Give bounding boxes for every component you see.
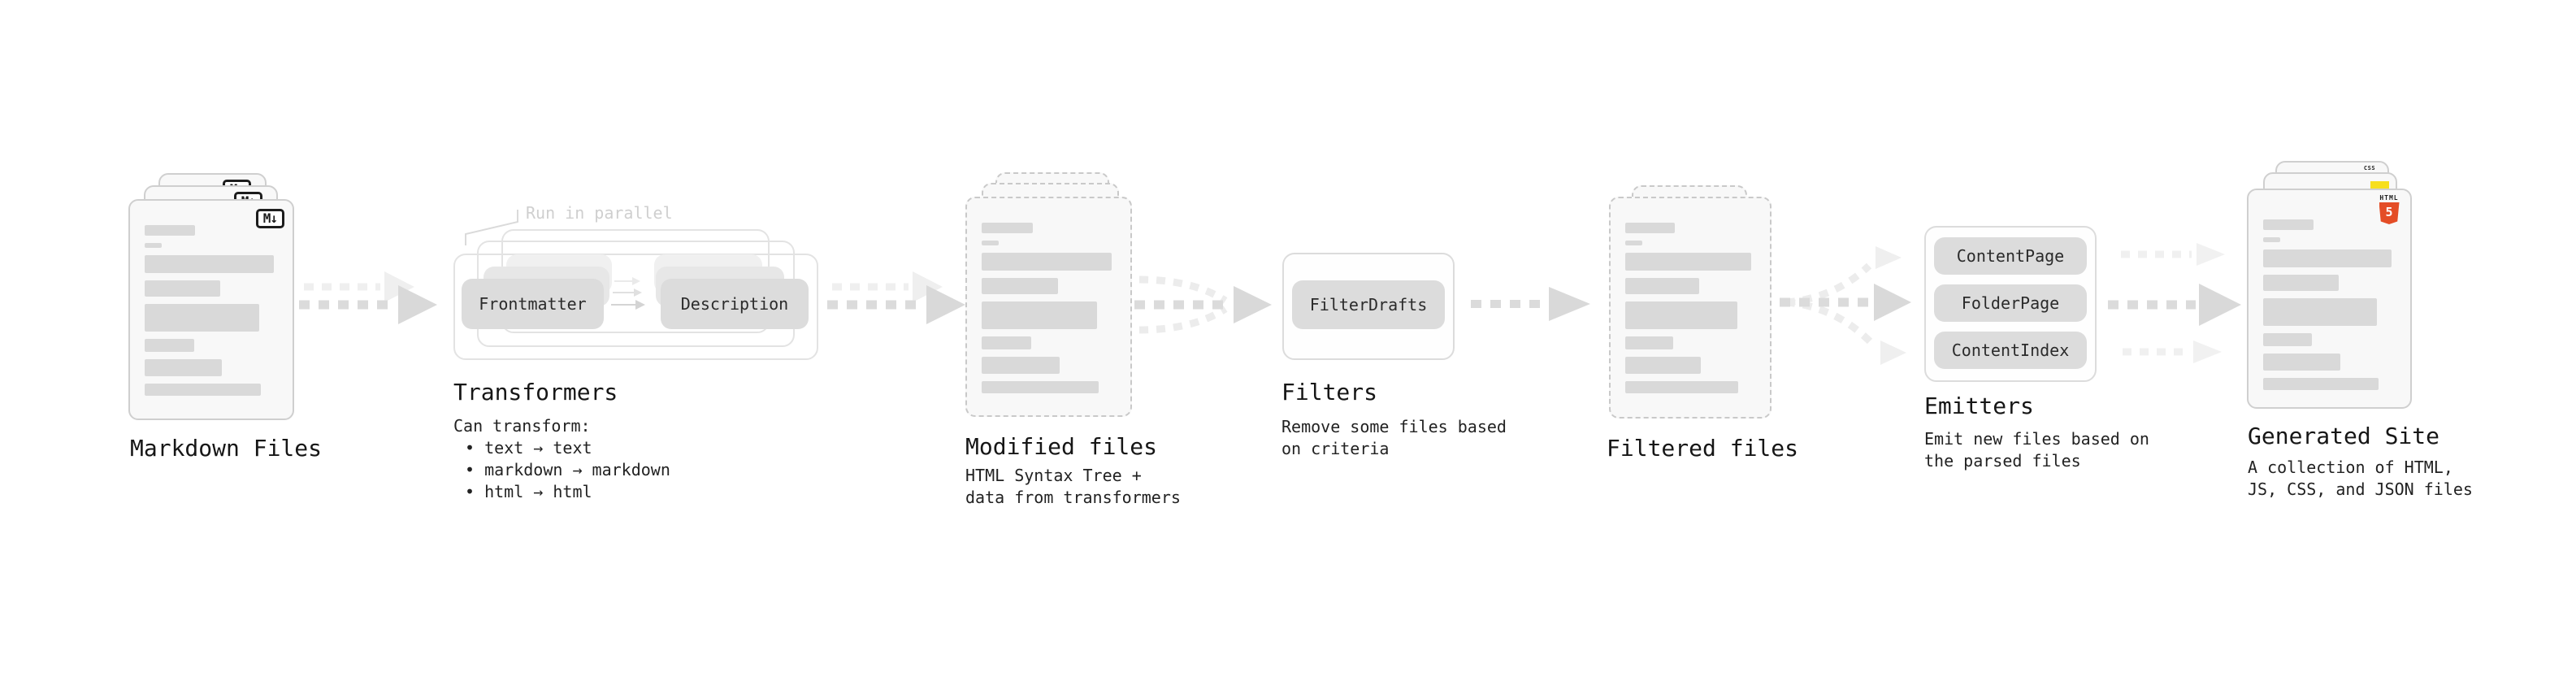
- file-content-placeholder: [1625, 223, 1755, 401]
- filters-desc-line: Remove some files based: [1281, 417, 1507, 436]
- placeholder-bar: [145, 359, 223, 376]
- placeholder-bar: [2263, 237, 2281, 242]
- placeholder-bar: [145, 339, 194, 352]
- flow-arrow-filters-to-filtered: [1471, 287, 1590, 321]
- modified-desc-line: data from transformers: [965, 488, 1181, 507]
- flow-arrow-filtered-to-emitters: [1780, 246, 1911, 365]
- placeholder-bar: [145, 243, 163, 248]
- flow-arrow-markdown-to-transformers: [299, 271, 437, 324]
- placeholder-bar: [982, 223, 1033, 233]
- placeholder-bar: [1625, 336, 1674, 349]
- placeholder-bar: [2263, 249, 2392, 267]
- html5-icon: HTML 5: [2378, 194, 2400, 224]
- transformers-bullet: • markdown → markdown: [465, 460, 670, 479]
- transformers-bullet: • html → html: [465, 482, 592, 501]
- placeholder-bar: [1625, 223, 1675, 233]
- file-content-placeholder: [982, 223, 1116, 401]
- filters-desc-line: on criteria: [1281, 439, 1390, 458]
- markdown-file-card-front: M↓: [128, 199, 294, 420]
- placeholder-bar: [145, 304, 260, 332]
- flow-arrow-emitters-to-generated: [2108, 243, 2241, 363]
- stage-title-markdown-files: Markdown Files: [130, 435, 323, 462]
- generated-file-card-html: HTML 5: [2247, 189, 2412, 409]
- stage-title-filters: Filters: [1281, 379, 1378, 406]
- filtered-file-card-front: [1609, 197, 1772, 419]
- placeholder-bar: [982, 253, 1112, 271]
- modified-file-card-front: [965, 197, 1132, 417]
- emitters-desc-line: Emit new files based on: [1924, 429, 2149, 449]
- placeholder-bar: [1625, 301, 1737, 329]
- flow-arrow-modified-to-filters: [1134, 275, 1272, 334]
- stage-title-filtered-files: Filtered files: [1607, 435, 1799, 462]
- stage-title-transformers: Transformers: [453, 379, 618, 406]
- node-contentpage: ContentPage: [1934, 237, 2087, 275]
- placeholder-bar: [2263, 219, 2314, 230]
- placeholder-bar: [982, 241, 1000, 245]
- placeholder-bar: [2263, 298, 2378, 326]
- generated-desc-line: A collection of HTML,: [2248, 458, 2453, 477]
- placeholder-bar: [2263, 275, 2339, 291]
- transformers-bullet: • text → text: [465, 438, 592, 458]
- node-description: Description: [661, 279, 809, 329]
- placeholder-bar: [1625, 381, 1739, 393]
- stage-title-emitters: Emitters: [1924, 393, 2034, 419]
- placeholder-bar: [145, 225, 196, 236]
- run-in-parallel-annotation: Run in parallel: [526, 203, 673, 223]
- placeholder-bar: [982, 357, 1060, 374]
- node-filterdrafts: FilterDrafts: [1292, 280, 1445, 329]
- stage-title-modified-files: Modified files: [965, 433, 1158, 460]
- placeholder-bar: [2263, 378, 2379, 390]
- transformers-desc-heading: Can transform:: [453, 416, 591, 436]
- node-folderpage: FolderPage: [1934, 284, 2087, 322]
- stage-title-generated-site: Generated Site: [2248, 423, 2440, 449]
- transformer-layer-front: [453, 254, 818, 360]
- placeholder-bar: [1625, 241, 1642, 245]
- annotation-leader-line: [465, 210, 518, 245]
- placeholder-bar: [982, 278, 1059, 294]
- placeholder-bar: [982, 336, 1032, 349]
- markdown-icon: M↓: [255, 209, 284, 228]
- placeholder-bar: [2263, 354, 2340, 371]
- placeholder-bar: [2263, 333, 2313, 346]
- flow-arrow-transformers-to-modified: [827, 271, 965, 324]
- transform-step-arrows: [611, 277, 645, 310]
- generated-desc-line: JS, CSS, and JSON files: [2248, 479, 2473, 499]
- emitters-desc-line: the parsed files: [1924, 451, 2081, 471]
- placeholder-bar: [1625, 278, 1700, 294]
- modified-desc-line: HTML Syntax Tree +: [965, 466, 1142, 485]
- node-contentindex: ContentIndex: [1934, 332, 2087, 369]
- node-frontmatter: Frontmatter: [462, 279, 604, 329]
- placeholder-bar: [1625, 357, 1701, 374]
- placeholder-bar: [982, 381, 1099, 393]
- placeholder-bar: [145, 280, 221, 297]
- placeholder-bar: [145, 384, 261, 396]
- file-content-placeholder: [145, 225, 278, 403]
- placeholder-bar: [1625, 253, 1752, 271]
- file-content-placeholder: [2263, 219, 2396, 397]
- placeholder-bar: [982, 301, 1097, 329]
- placeholder-bar: [145, 255, 275, 273]
